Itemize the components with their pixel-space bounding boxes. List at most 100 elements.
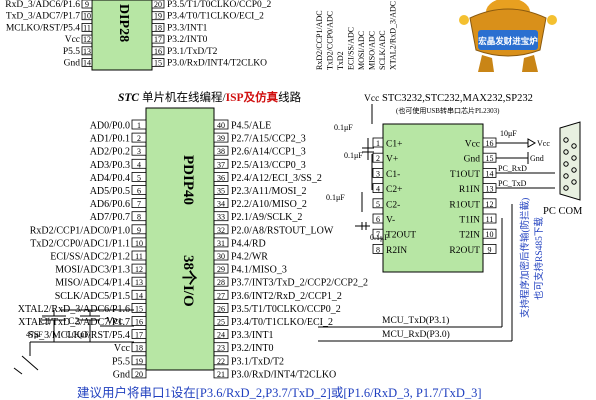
converter-right-pin-number: 10 — [486, 230, 494, 239]
dip28-left-pin — [81, 58, 93, 67]
pdip40-left-pin-label: AD0/P0.0 — [90, 121, 130, 132]
converter-right-pin-number: 15 — [486, 154, 494, 163]
converter-left-pin-label: V+ — [386, 155, 398, 165]
pdip40-left-pin-label: AD1/P0.1 — [90, 134, 130, 145]
pdip40-right-pin-number: 32 — [217, 226, 225, 235]
mcu-txd-label: MCU_TxD(P3.1) — [382, 315, 449, 326]
converter-right-pin-label: Vcc — [465, 140, 480, 150]
top-vertical-label: MISO/ADC — [368, 31, 377, 70]
pdip40-left-pin-label: AD6/P0.6 — [90, 199, 130, 210]
pdip40-left-pin — [131, 237, 147, 248]
pdip40-right-pin-label: P3.7/INT3/TxD_2/CCP2/CCP2_2 — [231, 278, 368, 289]
pdip40-right-pin — [213, 342, 229, 353]
dip28-right-pin — [151, 0, 165, 9]
pdip40-left-pin — [131, 355, 147, 366]
dip28-right-pin-number: 20 — [154, 0, 162, 9]
pdip40-right-pin-number: 33 — [217, 213, 225, 222]
converter-left-pin — [372, 213, 384, 224]
pdip40-left-pin-number: 4 — [137, 160, 141, 169]
top-vertical-label: XTAL2/RxD_3/ADC — [389, 1, 398, 70]
pdip40-left-pin-number: 18 — [135, 344, 143, 353]
converter-left-pin-label: V- — [386, 216, 395, 226]
converter-left-pin-number: 3 — [376, 169, 380, 178]
pdip40-left-pin — [131, 119, 147, 130]
pdip40-right-pin — [213, 355, 229, 366]
converter-left-pin — [372, 183, 384, 194]
pdip40-right-pin-number: 22 — [217, 357, 225, 366]
pdip40-left-pin — [131, 250, 147, 261]
pdip40-right-pin — [213, 224, 229, 235]
pdip40-right-pin-label: P3.3/INT1 — [231, 330, 274, 341]
converter-right-pin — [482, 228, 497, 239]
pdip40-left-pin-number: 13 — [135, 278, 143, 287]
converter-left-pin-label: C1+ — [386, 140, 402, 150]
dip28-left-pin-number: 11 — [83, 23, 91, 32]
dip28-left-pin-label: RxD_3/ADC6/P1.6 — [5, 0, 80, 10]
pdip40-right-pin-number: 36 — [217, 173, 225, 182]
pdip40-right-pin-label: P2.2/A10/MISO_2 — [231, 199, 307, 210]
dip28-left-pin-label: Vcc — [65, 35, 80, 45]
pdip40-right-pin — [213, 171, 229, 182]
pdip40-left-pin-label: MOSI/ADC3/P1.3 — [55, 265, 130, 276]
reset-c2-value: 0.01μF — [66, 330, 89, 339]
pdip40-left-pin — [131, 368, 147, 379]
pdip40-left-pin-label: MISO/ADC4/P1.4 — [55, 278, 130, 289]
reset-c1-label: C1 — [40, 317, 51, 327]
converter-right-pin-label: T1OUT — [450, 170, 480, 180]
pdip40-left-pins: 1AD0/P0.02AD1/P0.13AD2/P0.24AD3/P0.35AD4… — [18, 119, 147, 380]
dip28-left-pin — [81, 46, 93, 56]
converter-right-pin-number: 11 — [486, 215, 494, 224]
emblem-text: 宏晶发财进宝炉 — [478, 36, 538, 46]
dip28-left-pin-label: Gnd — [64, 59, 81, 69]
pdip40-right-pin — [213, 263, 229, 274]
converter-left-pin — [372, 243, 384, 254]
pdip40-right-pin — [213, 185, 229, 195]
converter-left-capacitors: 0.1μF 0.1μF 0.1μF 0.1μF — [326, 123, 389, 242]
dip28-right-pin-label: P3.4/T0/T1CLKO/ECI_2 — [167, 12, 264, 22]
pdip40-left-pin-number: 19 — [135, 357, 143, 366]
pdip40-left-pin-label: Vcc — [114, 343, 131, 354]
converter-right-pin-label: T2IN — [459, 231, 480, 241]
converter-right-pins: 16Vcc15Gnd14T1OUT13R1IN12R1OUT11T1IN10T2… — [449, 137, 497, 256]
pdip40-right-pin — [213, 158, 229, 169]
dip28-right-pin — [151, 46, 165, 56]
top-vertical-label: MOSI/ADC — [357, 31, 366, 70]
pdip40-right-pin-number: 24 — [217, 331, 225, 340]
converter-right-pin-number: 9 — [488, 245, 492, 254]
side-note-rs485: 也可支持RS485下载 — [533, 217, 545, 300]
converter-right-pin-number: 14 — [486, 169, 494, 178]
pdip40-right-pin-number: 21 — [217, 370, 225, 379]
converter-left-pin-number: 2 — [376, 154, 380, 163]
pdip40-left-pin — [131, 145, 147, 156]
pdip40-right-pin — [213, 276, 229, 287]
pdip40-right-pin-number: 34 — [217, 200, 225, 209]
pdip40-left-pin-number: 15 — [135, 304, 143, 313]
dip28-right-pin-number: 19 — [154, 12, 162, 21]
dip28-left-pin — [81, 22, 93, 32]
converter-left-pin-number: 4 — [376, 185, 380, 194]
top-vertical-label: SCLK/ADC — [378, 30, 387, 70]
converter-right-pin — [482, 198, 497, 209]
converter-right-pin-label: R2OUT — [449, 246, 480, 256]
pdip40-left-pin-number: 12 — [135, 265, 143, 274]
pdip40-right-pin-number: 23 — [217, 344, 225, 353]
banner-title: STC 单片机在线编程/ISP及仿真线路 — [118, 90, 302, 104]
pdip40-left-pin-label: AD4/P0.4 — [90, 173, 130, 184]
dip28-right-pin-number: 17 — [154, 35, 162, 44]
converter-right-pin-number: 13 — [486, 185, 494, 194]
right-gnd-label: Gnd — [530, 154, 544, 163]
pdip40-right-pin-label: P3.1/TxD/T2 — [231, 356, 284, 367]
db9-connector — [559, 121, 581, 201]
converter-subtitle: (也可使用USB转串口芯片PL2303) — [396, 106, 500, 115]
pdip40-right-pin-number: 30 — [217, 252, 225, 261]
dip28-left-pin — [81, 11, 93, 21]
pc-txd-label: PC_TxD — [498, 179, 527, 188]
pdip40-right-pin-number: 37 — [217, 160, 225, 169]
dip28-left-pin-number: 12 — [83, 35, 91, 44]
dip28-left-pin-label: TxD_3/ADC7/P1.7 — [6, 12, 80, 22]
pdip40-right-pin — [213, 329, 229, 340]
dip28-right-pin — [151, 22, 165, 32]
dip28-right-pin-label: P3.3/INT1 — [167, 23, 208, 33]
